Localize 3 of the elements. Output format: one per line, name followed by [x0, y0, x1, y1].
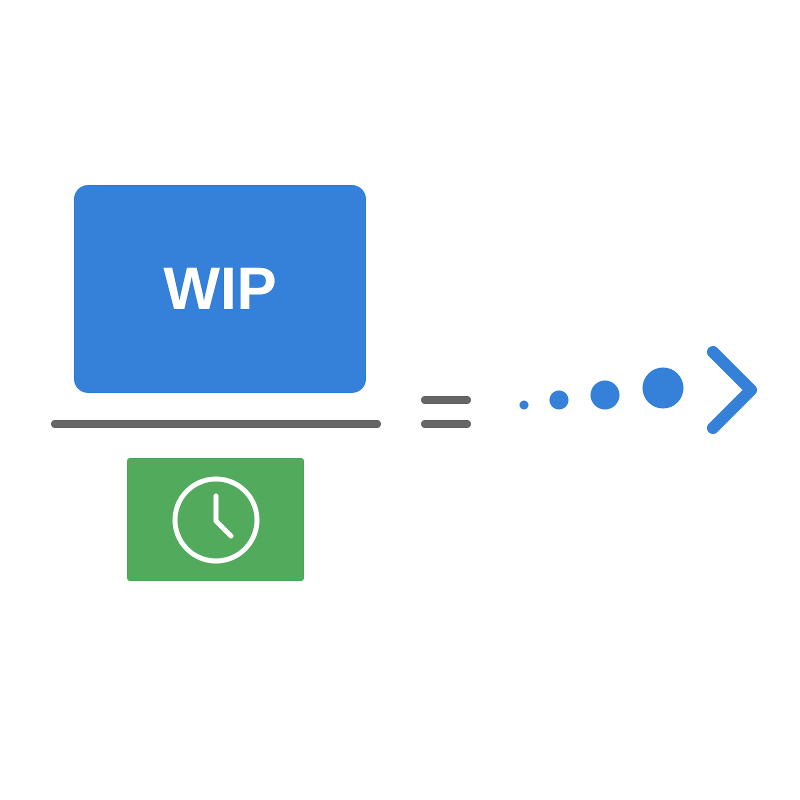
node-box	[74, 185, 366, 393]
node-box	[127, 458, 304, 581]
box-label: WIP	[163, 259, 277, 319]
